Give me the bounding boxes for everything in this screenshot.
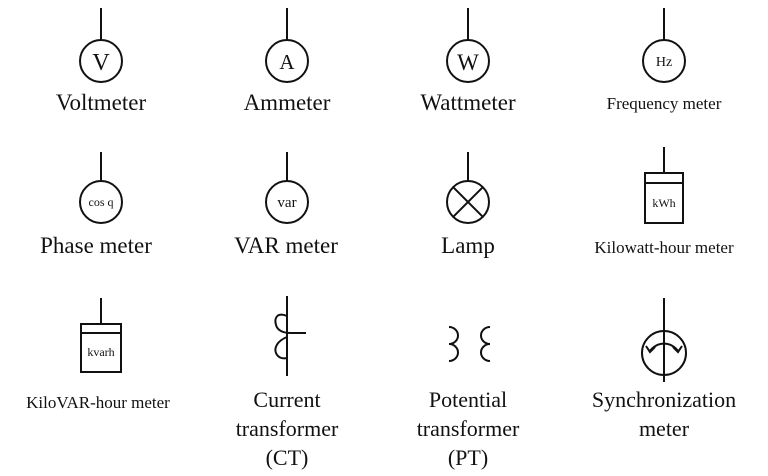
- voltmeter-label: Voltmeter: [55, 90, 147, 115]
- potential-transformer-label-line2: transformer: [416, 416, 520, 442]
- lamp-label: Lamp: [441, 233, 495, 258]
- potential-transformer-label-line1: Potential: [428, 387, 508, 412]
- frequency-meter-label: Frequency meter: [606, 94, 722, 113]
- current-transformer-symbol: [274, 296, 306, 376]
- lamp-symbol: [446, 152, 490, 224]
- synchronization-meter-symbol: [641, 298, 687, 382]
- kilovar-hour-meter-glyph: kvarh: [87, 345, 114, 359]
- phase-meter-symbol: [79, 152, 123, 224]
- wattmeter-glyph: W: [457, 50, 479, 75]
- voltmeter-symbol: [79, 8, 123, 83]
- potential-transformer-label: Potential transformer (PT): [417, 385, 520, 472]
- synchronization-meter-label: Synchronization meter: [592, 385, 736, 443]
- phase-meter-label: Phase meter: [40, 233, 152, 258]
- voltmeter-glyph: V: [92, 50, 110, 76]
- current-transformer-label-line2: transformer: [235, 416, 339, 442]
- ammeter-label: Ammeter: [243, 90, 331, 115]
- kilovar-hour-meter-symbol: [80, 298, 122, 373]
- wattmeter-symbol: [446, 8, 490, 83]
- kilowatt-hour-meter-label: Kilowatt-hour meter: [594, 238, 734, 257]
- var-meter-glyph: var: [277, 195, 296, 211]
- potential-transformer-symbol: [448, 326, 491, 362]
- kilovar-hour-meter-label: KiloVAR-hour meter: [26, 393, 170, 412]
- synchronization-meter-label-line2: meter: [638, 416, 690, 442]
- current-transformer-label-line1: Current: [253, 387, 321, 412]
- frequency-meter-glyph: Hz: [656, 55, 672, 70]
- current-transformer-label-line3: (CT): [265, 445, 309, 471]
- var-meter-label: VAR meter: [234, 233, 338, 258]
- ammeter-symbol: [265, 8, 309, 83]
- kilowatt-hour-meter-glyph: kWh: [652, 196, 675, 210]
- frequency-meter-symbol: [642, 8, 686, 83]
- synchronization-meter-label-line1: Synchronization: [591, 387, 737, 412]
- current-transformer-label: Current transformer (CT): [236, 385, 339, 472]
- kilowatt-hour-meter-symbol: [644, 147, 684, 224]
- var-meter-symbol: [265, 152, 309, 224]
- wattmeter-label: Wattmeter: [420, 90, 516, 115]
- ammeter-glyph: A: [279, 50, 295, 74]
- phase-meter-glyph: cos q: [89, 195, 114, 209]
- potential-transformer-label-line3: (PT): [447, 445, 489, 471]
